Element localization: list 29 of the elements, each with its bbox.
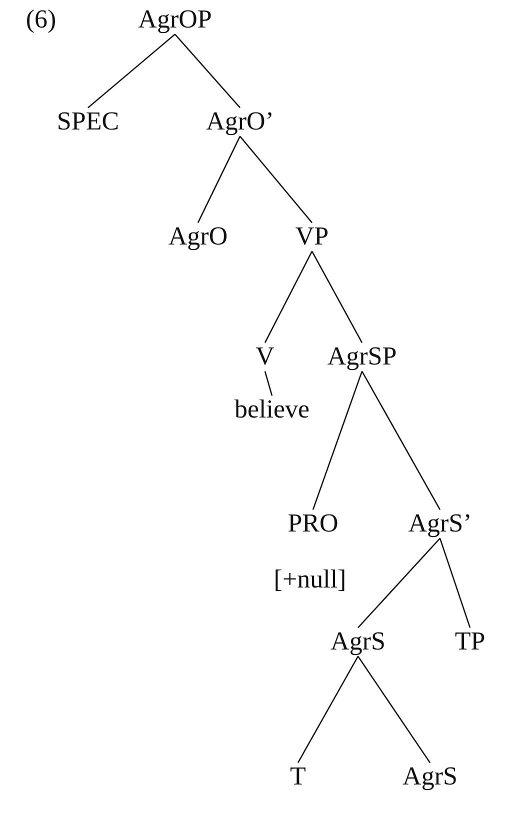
tree-branch <box>358 538 440 628</box>
tree-branch <box>311 250 363 344</box>
feature-label: [+null] <box>272 566 348 594</box>
tree-node-label: AgrS’ <box>407 510 473 538</box>
tree-node-label: AgrSP <box>326 342 398 372</box>
example-number: (6) <box>24 6 58 34</box>
tree-node-label: AgrO <box>167 222 229 252</box>
tree-node-label: believe <box>233 396 311 424</box>
tree-branch <box>357 656 431 764</box>
tree-branch <box>88 34 176 108</box>
tree-branch <box>174 34 240 108</box>
tree-branch <box>361 370 441 510</box>
tree-node-label: VP <box>294 222 330 252</box>
tree-branch <box>240 136 312 224</box>
tree-node-label: TP <box>454 628 486 656</box>
tree-node-label: AgrS <box>330 628 386 656</box>
tree-node-label: T <box>289 762 307 792</box>
tree-branch <box>439 538 471 628</box>
tree-branch <box>297 656 359 764</box>
tree-branch <box>197 136 241 223</box>
tree-branch <box>264 371 273 396</box>
tree-branch <box>312 371 363 510</box>
tree-node-label: AgrO’ <box>205 108 275 136</box>
tree-node-label: SPEC <box>56 108 120 136</box>
tree-node-label: PRO <box>286 510 340 538</box>
tree-branch <box>264 251 313 343</box>
tree-node-label: AgrS <box>402 762 458 792</box>
tree-node-label: V <box>254 342 276 372</box>
tree-node-label: AgrOP <box>137 6 213 34</box>
